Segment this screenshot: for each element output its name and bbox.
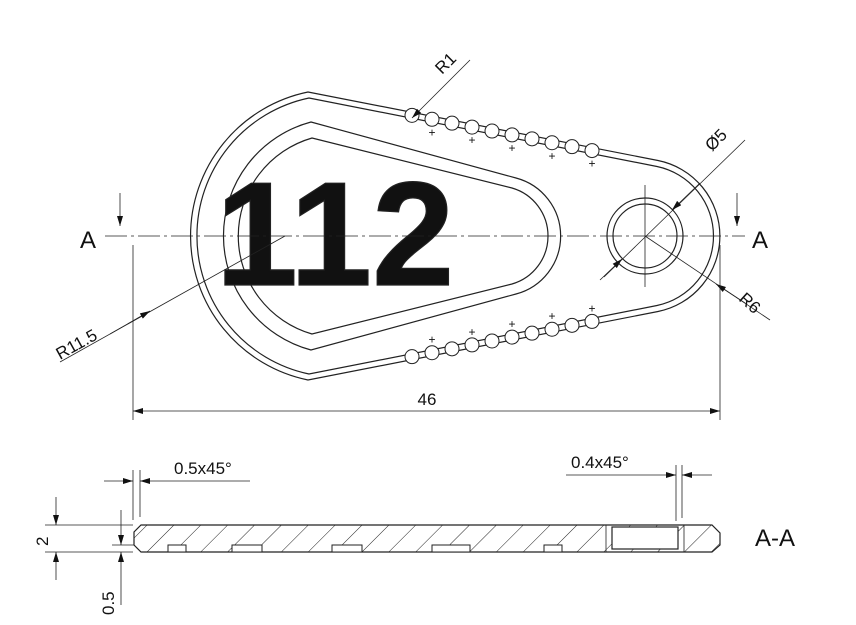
- notch-center-mark: +: [588, 301, 595, 315]
- r6-leader: [644, 235, 771, 321]
- diameter-arrow-lower: [599, 258, 623, 281]
- diameter-label: Ø5: [701, 125, 730, 154]
- grip-notch: [504, 127, 520, 143]
- r11-5-leader: [59, 235, 286, 363]
- grip-notch: [584, 313, 600, 329]
- notch-center-mark: +: [508, 141, 515, 155]
- grip-notch: [524, 325, 540, 341]
- diameter-arrow-upper: [671, 182, 701, 211]
- grip-notch: [404, 349, 420, 365]
- notch-center-mark: +: [548, 309, 555, 323]
- section-hole: [611, 526, 679, 550]
- grip-notch: [504, 329, 520, 345]
- section-title: A-A: [755, 525, 795, 552]
- notch-center-mark: +: [508, 317, 515, 331]
- r6-arrow: [715, 283, 746, 304]
- grip-notches: + + + + + + + + + +: [404, 107, 600, 365]
- notch-center-mark: +: [428, 333, 435, 347]
- grip-notch: [424, 111, 440, 127]
- grip-notch: [424, 345, 440, 361]
- grip-notch: [484, 333, 500, 349]
- grip-notch: [464, 337, 480, 353]
- r1-label: R1: [431, 49, 460, 78]
- raised-panel: [222, 121, 562, 351]
- grip-notch: [564, 317, 580, 333]
- grip-notch: [444, 341, 460, 357]
- section-label-left: A: [80, 227, 96, 254]
- section-label-right: A: [752, 227, 768, 254]
- notch-center-mark: +: [468, 133, 475, 147]
- notch-center-mark: +: [588, 157, 595, 171]
- chamfer-right-label: 0.4x45°: [571, 453, 629, 472]
- section-body: [133, 524, 721, 553]
- notch-center-mark: +: [428, 125, 435, 139]
- grip-notch: [544, 321, 560, 337]
- notch-center-mark: +: [548, 149, 555, 163]
- r1-leader: [411, 59, 471, 119]
- thickness-label: 2: [33, 537, 52, 546]
- grip-notch: [584, 143, 600, 159]
- step-label: 0.5: [99, 591, 118, 615]
- keytag-outline: [189, 91, 721, 381]
- engraved-number: 112: [216, 152, 455, 317]
- grip-notch: [544, 135, 560, 151]
- chamfer-left-label: 0.5x45°: [174, 459, 232, 478]
- grip-notch: [404, 107, 420, 123]
- r11-5-label: R11.5: [53, 325, 101, 363]
- r11-5-arrow: [109, 310, 151, 335]
- notch-center-mark: +: [468, 325, 475, 339]
- grip-notch: [484, 123, 500, 139]
- grip-notch: [464, 119, 480, 135]
- length-label: 46: [418, 390, 437, 409]
- grip-notch: [524, 131, 540, 147]
- grip-notch: [564, 139, 580, 155]
- grip-notch: [444, 115, 460, 131]
